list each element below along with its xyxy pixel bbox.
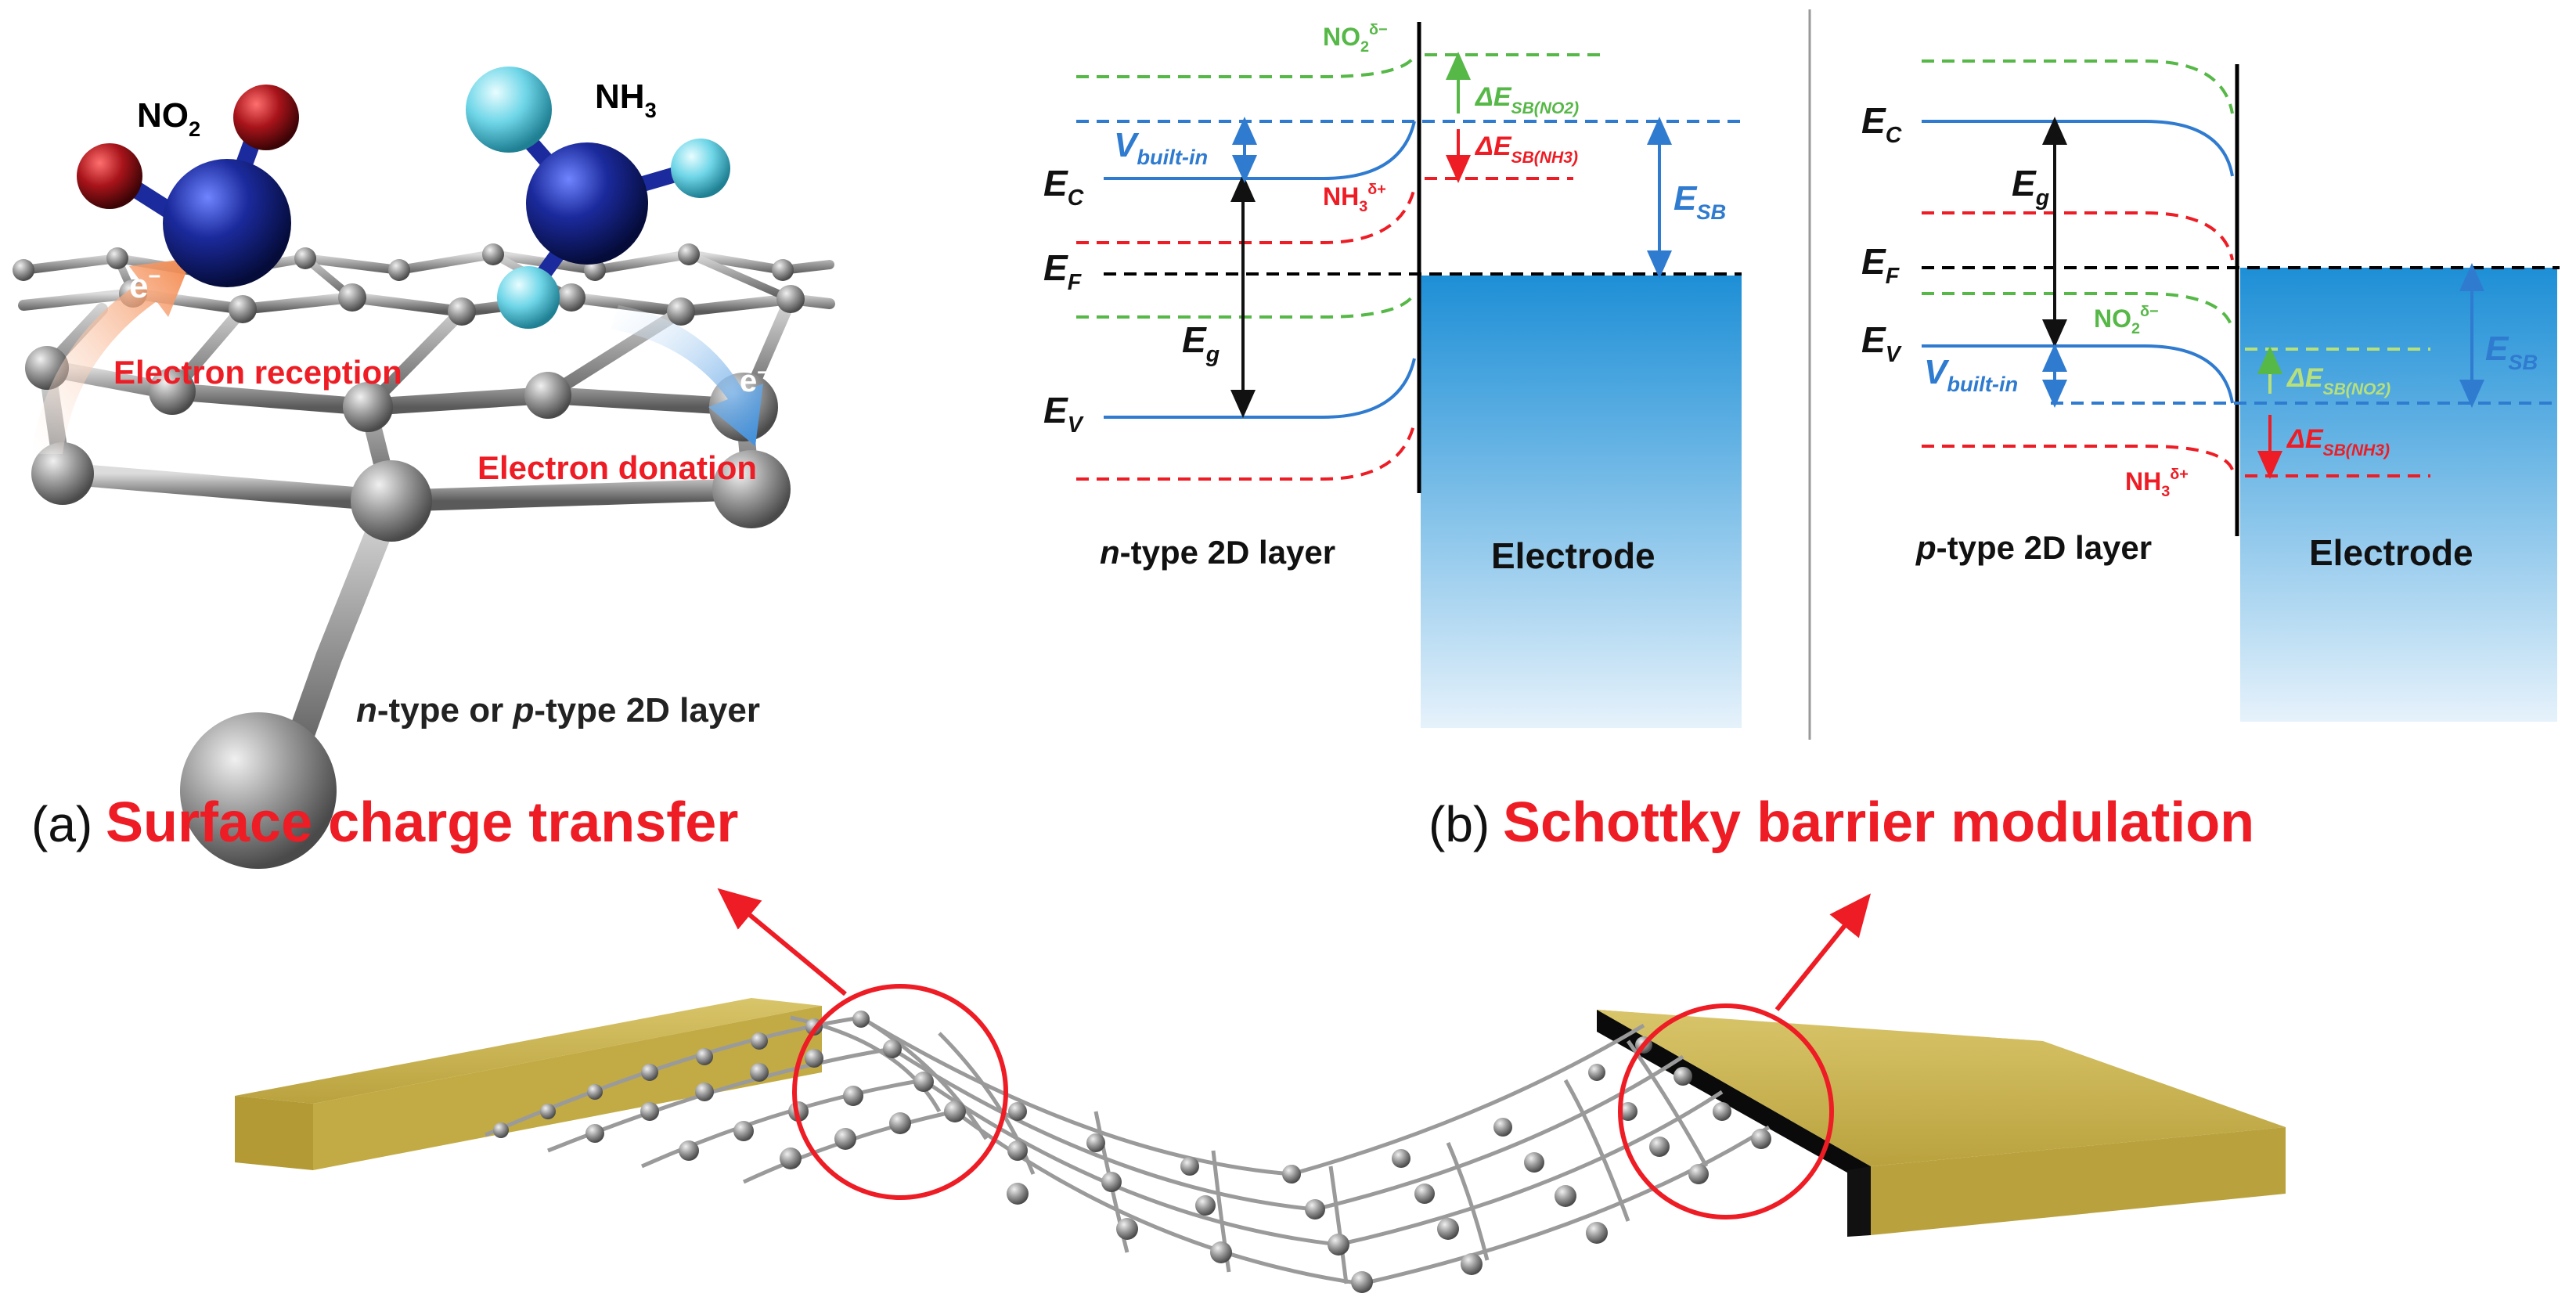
nh3-molecule (466, 67, 730, 329)
no2-molecule (77, 85, 299, 287)
p-nh3-label: NH3δ+ (2125, 466, 2189, 500)
electron-label-right: e− (740, 362, 769, 398)
highlight-circle-right (1618, 1003, 1834, 1220)
p-ec-label: EC (1861, 100, 1902, 148)
n-delta-nh3-label: ΔESB(NH3) (1474, 132, 1578, 167)
panel-a-molecule-schematic: NO2 NH3 e− e− Electron reception Electro… (13, 67, 835, 869)
n-esb-label: ESB (1673, 179, 1726, 224)
2d-sheet (485, 1015, 1771, 1286)
electron-reception-arrow (31, 258, 192, 454)
n-ev-label: EV (1043, 390, 1085, 438)
p-electrode-label: Electrode (2309, 532, 2473, 573)
electron-label-left: e− (129, 264, 160, 305)
caption-b: (b) Schottky barrier modulation (1429, 791, 2254, 854)
n-electrode-label: Electrode (1491, 535, 1655, 576)
n-ef-label: EF (1043, 247, 1083, 295)
n-nh3-label: NH3δ+ (1323, 181, 1386, 215)
left-gold-electrode (235, 998, 822, 1170)
n-vbi-label: Vbuilt-in (1114, 126, 1208, 169)
caption-b-title: Schottky barrier modulation (1503, 791, 2254, 854)
electron-reception-label: Electron reception (113, 354, 402, 391)
caption-b-letter: (b) (1429, 796, 1490, 852)
callout-arrow-right (1774, 893, 1872, 1011)
n-eg-label: Eg (1182, 319, 1220, 367)
no2-label: NO2 (137, 96, 200, 141)
n-delta-no2-label: ΔESB(NO2) (1474, 82, 1579, 117)
p-ef-label: EF (1861, 241, 1900, 289)
caption-a-title: Surface charge transfer (106, 791, 738, 854)
n-ec-label: EC (1043, 163, 1084, 211)
device-illustration (235, 888, 2286, 1293)
n-no2-label: NO2δ− (1323, 21, 1388, 56)
caption-a-letter: (a) (31, 796, 92, 852)
electron-donation-label: Electron donation (477, 449, 757, 486)
p-ev-label: EV (1861, 319, 1903, 367)
highlight-circle-left (792, 984, 1008, 1200)
caption-a: (a) Surface charge transfer (31, 791, 738, 854)
p-esb-label: ESB (2485, 330, 2538, 374)
2d-sheet-atoms (493, 1011, 1771, 1293)
p-delta-no2-label: ΔESB(NO2) (2286, 363, 2390, 398)
layer-type-label: n-type or p-type 2D layer (356, 691, 760, 730)
callout-arrow-left (717, 888, 847, 996)
electron-donation-arrow (611, 305, 763, 446)
panel-b-p-type-band-diagram: EC EF EV Eg Vbuilt-in NO2δ− NH3δ+ ΔESB(N… (1861, 59, 2560, 722)
electrode-p (2240, 268, 2557, 722)
p-layer-label: p-type 2D layer (1915, 529, 2152, 566)
p-no2-label: NO2δ− (2094, 303, 2159, 337)
p-delta-nh3-label: ΔESB(NH3) (2286, 424, 2390, 459)
right-gold-electrode (1597, 1010, 2286, 1237)
p-vbi-label: Vbuilt-in (1924, 353, 2018, 396)
electrode-n (1421, 276, 1742, 728)
p-eg-label: Eg (2012, 163, 2049, 211)
nh3-label: NH3 (595, 77, 657, 122)
n-layer-label: n-type 2D layer (1100, 534, 1335, 571)
panel-b-n-type-band-diagram: NO2δ− NH3δ+ EC EF EV Eg Vbuilt-in ΔESB(N… (1043, 21, 1742, 728)
